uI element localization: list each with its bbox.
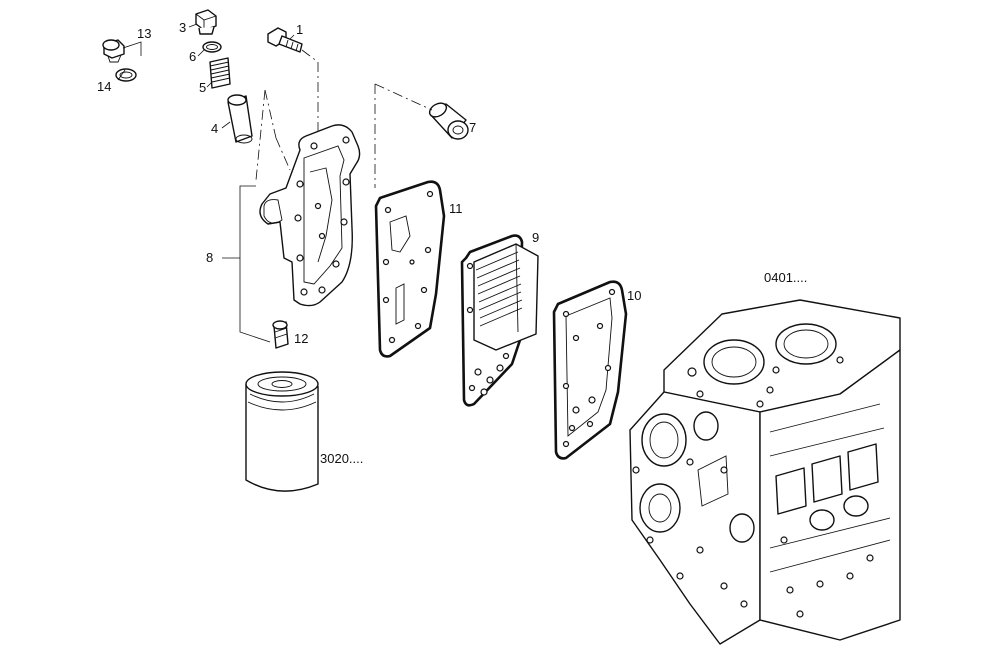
callout-9: 9 (532, 230, 539, 245)
part-14-washer[interactable] (115, 68, 137, 82)
callout-3: 3 (179, 20, 186, 35)
part-6-o-ring[interactable] (202, 41, 222, 53)
callout-14: 14 (97, 79, 111, 94)
part-13-plug[interactable] (102, 39, 125, 63)
part-5-spring[interactable] (209, 57, 231, 89)
part-4-valve[interactable] (227, 94, 253, 144)
ref-engine-block: 0401.... (764, 270, 807, 285)
part-10-gasket[interactable] (552, 280, 628, 460)
engine-block[interactable] (629, 299, 901, 645)
callout-12: 12 (294, 331, 308, 346)
part-8-filter-housing[interactable] (259, 124, 361, 307)
callout-1: 1 (296, 22, 303, 37)
callout-4: 4 (211, 121, 218, 136)
part-1-bolt[interactable] (267, 27, 303, 53)
callout-13: 13 (137, 26, 151, 41)
callout-11: 11 (449, 201, 463, 216)
callout-6: 6 (189, 49, 196, 64)
part-9-oil-cooler[interactable] (460, 234, 539, 407)
ref-oil-filter: 3020.... (320, 451, 363, 466)
callout-5: 5 (199, 80, 206, 95)
part-12-nipple[interactable] (272, 320, 289, 349)
oil-filter-cartridge[interactable] (245, 371, 319, 492)
part-11-gasket[interactable] (374, 180, 446, 358)
callout-7: 7 (469, 120, 476, 135)
callout-8: 8 (206, 250, 213, 265)
part-7-sleeve[interactable] (427, 100, 469, 140)
callout-10: 10 (627, 288, 641, 303)
part-3-hex-plug[interactable] (195, 9, 217, 35)
